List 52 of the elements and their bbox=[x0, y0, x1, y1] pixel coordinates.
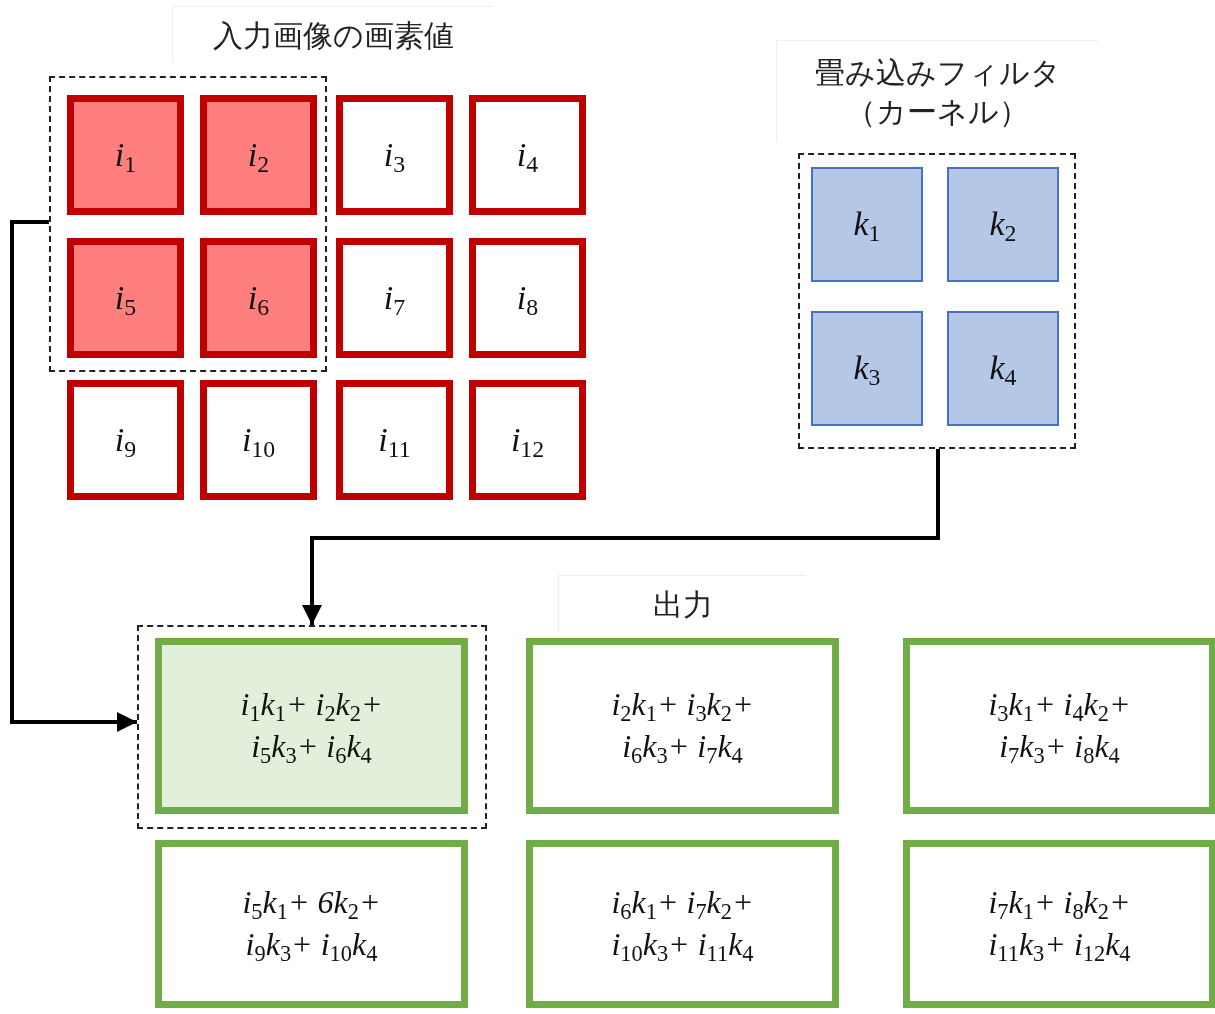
output-box bbox=[526, 638, 839, 814]
heading: 入力画像の画素値 bbox=[172, 6, 494, 63]
formula: i$_{4}$ bbox=[516, 134, 539, 178]
pixel-cell bbox=[469, 380, 586, 500]
output-box bbox=[155, 840, 468, 1008]
arrow bbox=[302, 449, 940, 625]
formula: i$_{2}$ bbox=[247, 134, 270, 178]
formula: i$_{7}$ bbox=[383, 277, 406, 321]
formula: i$_{5}$k$_{1}$+ 6k$_{2}$+ i$_{9}$k$_{3}$+ i$_{10}$k$_{4}$ bbox=[241, 883, 382, 966]
formula: i$_{3}$k$_{1}$+ i$_{4}$k$_{2}$+ i$_{7}$k$_{3}$+ i$_{8}$k$_{4}$ bbox=[987, 685, 1132, 768]
kernel-cell bbox=[947, 311, 1059, 426]
pixel-cell bbox=[469, 238, 586, 358]
selection-box bbox=[49, 76, 327, 372]
output-box bbox=[526, 840, 839, 1008]
kernel-cell bbox=[811, 311, 923, 426]
formula: k$_{4}$ bbox=[989, 348, 1017, 391]
kernel-cell bbox=[811, 167, 923, 282]
formula: i$_{9}$ bbox=[114, 419, 137, 463]
formula: i$_{10}$ bbox=[241, 419, 276, 463]
formula: i$_{3}$ bbox=[383, 134, 406, 178]
formula: i$_{6}$ bbox=[247, 277, 270, 321]
formula: k$_{2}$ bbox=[989, 204, 1017, 247]
pixel-cell bbox=[200, 95, 317, 215]
formula: i$_{12}$ bbox=[510, 419, 545, 463]
pixel-cell bbox=[336, 95, 453, 215]
heading: 出力 bbox=[558, 575, 806, 632]
pixel-cell bbox=[200, 238, 317, 358]
output-box bbox=[155, 638, 468, 814]
formula: i$_{11}$ bbox=[378, 419, 411, 463]
pixel-cell bbox=[336, 380, 453, 500]
heading: 畳み込みフィルタ（カーネル） bbox=[776, 40, 1098, 142]
formula: i$_{5}$ bbox=[114, 277, 137, 321]
selection-box bbox=[137, 625, 487, 829]
formula: i$_{6}$k$_{1}$+ i$_{7}$k$_{2}$+ i$_{10}$k$_{3}$+ i$_{11}$k$_{4}$ bbox=[610, 883, 755, 966]
pixel-cell bbox=[67, 95, 184, 215]
formula: i$_{7}$k$_{1}$+ i$_{8}$k$_{2}$+ i$_{11}$k$_{3}$+ i$_{12}$k$_{4}$ bbox=[987, 883, 1132, 966]
pixel-cell bbox=[200, 380, 317, 500]
selection-box bbox=[798, 153, 1076, 449]
formula: k$_{1}$ bbox=[853, 204, 881, 247]
formula: i$_{2}$k$_{1}$+ i$_{3}$k$_{2}$+ i$_{6}$k$_{3}$+ i$_{7}$k$_{4}$ bbox=[610, 685, 755, 768]
output-box bbox=[903, 840, 1215, 1008]
formula: k$_{3}$ bbox=[853, 348, 881, 391]
arrow bbox=[10, 220, 137, 732]
formula: i$_{1}$k$_{1}$+ i$_{2}$k$_{2}$+ i$_{5}$k$_{3}$+ i$_{6}$k$_{4}$ bbox=[239, 685, 384, 768]
formula: i$_{1}$ bbox=[114, 134, 137, 178]
pixel-cell bbox=[469, 95, 586, 215]
formula: i$_{8}$ bbox=[516, 277, 539, 321]
pixel-cell bbox=[67, 380, 184, 500]
kernel-cell bbox=[947, 167, 1059, 282]
output-box bbox=[903, 638, 1215, 814]
pixel-cell bbox=[336, 238, 453, 358]
pixel-cell bbox=[67, 238, 184, 358]
